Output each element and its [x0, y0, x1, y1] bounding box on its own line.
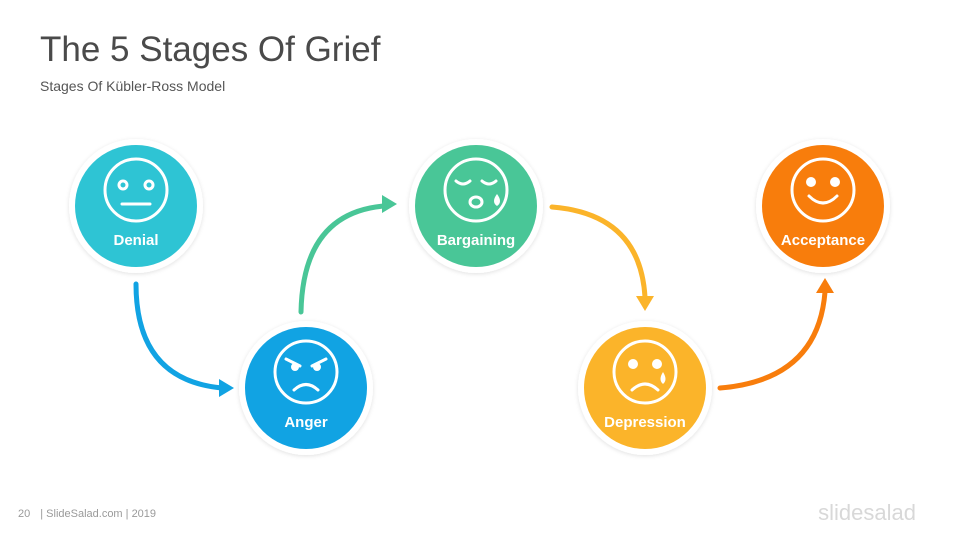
arrow-anger-to-bargaining	[298, 195, 397, 315]
angry-face-icon	[273, 339, 339, 405]
crying-face-icon	[443, 157, 509, 223]
slidesalad-logo: slidesalad	[818, 500, 916, 525]
stage-label-denial: Denial	[113, 232, 158, 249]
page-number: 20	[18, 508, 31, 520]
neutral-face-icon	[103, 157, 169, 223]
stage-label-acceptance: Acceptance	[781, 232, 865, 249]
arrow-denial-to-anger	[133, 281, 234, 397]
footer-credit: | SlideSalad.com | 2019	[40, 508, 157, 520]
arrow-bargaining-to-depression	[549, 204, 654, 311]
stage-label-bargaining: Bargaining	[437, 232, 515, 249]
stage-anger: Anger	[239, 321, 373, 455]
stage-label-depression: Depression	[604, 414, 686, 431]
arrow-depression-to-acceptance	[717, 278, 834, 391]
stage-depression: Depression	[578, 321, 712, 455]
stage-denial: Denial	[69, 139, 203, 273]
smiling-face-icon	[790, 157, 856, 223]
slide-footer: 20 | SlideSalad.com | 2019	[18, 508, 156, 520]
sad-tear-face-icon	[612, 339, 678, 405]
slide-title: The 5 Stages Of Grief	[40, 30, 381, 69]
stage-acceptance: Acceptance	[756, 139, 890, 273]
stage-bargaining: Bargaining	[409, 139, 543, 273]
stage-label-anger: Anger	[284, 414, 328, 431]
slide-subtitle: Stages Of Kübler-Ross Model	[40, 78, 226, 94]
